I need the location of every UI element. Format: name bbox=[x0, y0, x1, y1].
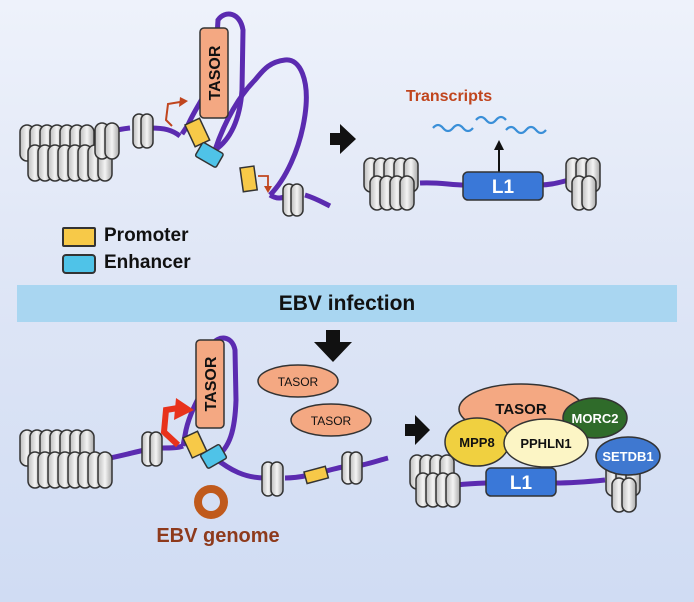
nucleosome bbox=[141, 431, 163, 467]
nucleosome bbox=[261, 461, 284, 497]
nucleosome bbox=[132, 113, 154, 149]
enhancer-legend-label: Enhancer bbox=[104, 252, 191, 273]
nucleosome-cluster bbox=[409, 454, 461, 508]
l1-element bbox=[485, 467, 557, 497]
dna-strand bbox=[361, 455, 389, 468]
pphln1-label: PPHLN1 bbox=[520, 436, 571, 451]
ebv-genome-label: EBV genome bbox=[156, 525, 279, 547]
tasor-protein-label: TASOR bbox=[495, 401, 547, 418]
ebv-genome-circle bbox=[194, 485, 228, 519]
promoter-box bbox=[182, 430, 208, 459]
setdb1-label: SETDB1 bbox=[602, 449, 653, 464]
dna-strand bbox=[419, 180, 466, 188]
dna-strand bbox=[304, 192, 332, 209]
dna-strand bbox=[109, 447, 146, 461]
tasor-gene: TASOR bbox=[195, 339, 225, 429]
tasor-protein-label: TASOR bbox=[311, 414, 352, 428]
dna-loop bbox=[180, 335, 239, 461]
flow-arrow bbox=[330, 124, 356, 154]
ebv-infection-label: EBV infection bbox=[278, 292, 416, 315]
dna-loop bbox=[212, 57, 309, 197]
flow-arrow bbox=[405, 415, 430, 445]
nucleosome-cluster bbox=[363, 157, 419, 211]
l1-label: L1 bbox=[510, 473, 533, 494]
enhancer-box bbox=[194, 141, 224, 168]
tss-arrow bbox=[164, 101, 181, 127]
nucleosome bbox=[282, 183, 304, 217]
activation-arrow bbox=[160, 405, 181, 448]
promoter-box bbox=[303, 465, 330, 485]
enhancer-legend-swatch bbox=[62, 254, 96, 274]
dna-strand bbox=[554, 477, 606, 486]
tasor-gene-label: TASOR bbox=[207, 45, 224, 100]
promoter-box bbox=[184, 117, 211, 148]
tasor-gene-label: TASOR bbox=[203, 356, 220, 411]
morc2-label: MORC2 bbox=[572, 411, 619, 426]
promoter-legend-swatch bbox=[62, 227, 96, 247]
enhancer-box bbox=[199, 443, 228, 469]
dna-strand bbox=[149, 125, 182, 139]
nucleosome-cluster bbox=[19, 429, 113, 489]
mpp8-label: MPP8 bbox=[459, 435, 494, 450]
pphln1-protein bbox=[503, 418, 589, 468]
tasor-gene: TASOR bbox=[199, 27, 229, 119]
promoter-legend-label: Promoter bbox=[104, 225, 189, 246]
dna-strand bbox=[161, 443, 184, 451]
transcripts-label: Transcripts bbox=[406, 88, 492, 105]
setdb1-protein bbox=[595, 436, 661, 476]
nucleosome-cluster bbox=[19, 122, 120, 182]
tasor-protein-label: TASOR bbox=[278, 375, 319, 389]
promoter-box bbox=[239, 165, 259, 193]
nucleosome-cluster bbox=[565, 157, 601, 211]
transcript-waves bbox=[432, 115, 547, 135]
ebv-infection-band: EBV infection bbox=[17, 285, 677, 322]
tasor-protein bbox=[257, 364, 339, 398]
down-arrow bbox=[314, 330, 352, 362]
l1-element bbox=[462, 171, 544, 201]
l1-label: L1 bbox=[492, 177, 515, 198]
tasor-protein bbox=[290, 403, 372, 437]
nucleosome bbox=[341, 451, 363, 485]
